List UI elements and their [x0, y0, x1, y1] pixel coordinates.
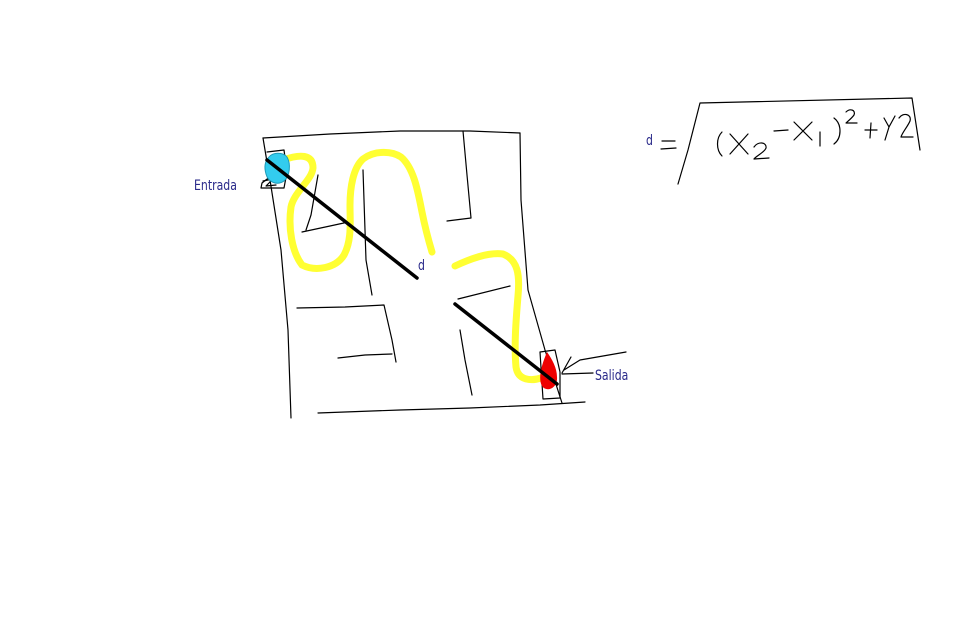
inner-wall	[337, 353, 393, 359]
distance-label: d	[418, 258, 425, 274]
solution-path	[279, 148, 436, 272]
formula-close-paren	[833, 117, 841, 145]
start-box-inner	[262, 178, 277, 187]
formula-open-paren	[716, 131, 723, 157]
solution-path	[451, 250, 545, 384]
formula-minus	[773, 129, 789, 132]
formula-plus	[864, 122, 878, 139]
inner-wall	[446, 130, 472, 222]
outer-wall-bottom	[317, 401, 586, 414]
maze-walls	[260, 130, 627, 419]
formula-subscript-2	[753, 142, 770, 160]
formula-y2	[883, 113, 914, 141]
exit-label: Salida	[595, 368, 629, 384]
square-root-sign	[677, 97, 921, 185]
distance-line	[453, 302, 559, 386]
inner-wall	[457, 285, 511, 300]
inner-wall	[459, 329, 473, 396]
formula-d-label: d	[646, 133, 653, 149]
inner-wall	[362, 169, 373, 296]
equals-sign	[660, 140, 677, 150]
start-box	[260, 149, 288, 189]
distance-line	[265, 158, 419, 280]
outer-wall-top	[262, 130, 521, 139]
exit-box	[539, 349, 561, 400]
inner-wall	[296, 304, 397, 363]
exit-pointer	[561, 351, 627, 375]
formula-exponent-2	[845, 109, 858, 124]
inner-wall	[305, 174, 319, 231]
formula-x1	[793, 121, 813, 141]
entrance-label: Entrada	[194, 178, 237, 194]
distance-formula	[660, 97, 921, 185]
formula-x2	[729, 133, 749, 155]
